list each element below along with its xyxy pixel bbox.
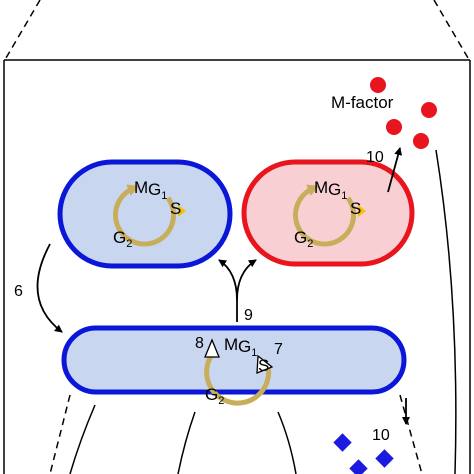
pheromone-diamond — [349, 459, 368, 474]
lower-curve-1 — [69, 404, 96, 474]
cycle-s-bottom: S — [258, 356, 269, 375]
checkpoint-arrow-7 — [256, 354, 274, 374]
lower-dashed-right — [399, 394, 423, 474]
cycle-s-top-left: S — [170, 199, 181, 218]
lower-curve-3 — [277, 411, 297, 474]
checkpoint-arrow-8 — [204, 338, 220, 358]
label-step-10-bottom: 10 — [372, 427, 390, 444]
lower-curve-4 — [435, 149, 457, 474]
label-step-6: 6 — [14, 283, 23, 300]
pheromone-diamonds — [333, 433, 394, 474]
cell-top-left: M G1 S G2 — [57, 159, 233, 269]
cycle-g1-top-left: G1 — [148, 180, 167, 202]
cycle-s-top-right: S — [350, 199, 361, 218]
zoom-line-left — [5, 0, 41, 59]
lower-curve-2 — [177, 411, 196, 474]
cycle-g1-top-right: G1 — [328, 180, 347, 202]
cycle-g2-top-right: G2 — [294, 228, 313, 250]
label-step-9: 9 — [244, 307, 253, 324]
zoom-frame — [3, 0, 471, 474]
cycle-m-top-left: M — [134, 178, 148, 197]
m-factor-dot — [386, 119, 402, 135]
cycle-ring-bottom — [204, 350, 272, 406]
m-factor-dot — [370, 77, 386, 93]
cycle-ring-top-left — [113, 184, 177, 247]
m-factor-dot — [413, 133, 429, 149]
zoom-line-right — [433, 0, 469, 59]
lower-dashed-left — [49, 394, 71, 474]
cycle-ring-top-right — [293, 184, 357, 247]
arrow-step-9-right — [236, 259, 257, 301]
cell-bottom-body — [61, 325, 407, 395]
cycle-m-top-right: M — [314, 178, 328, 197]
m-factor-label: M-factor — [331, 93, 394, 112]
cell-top-right: M G1 S G2 — [241, 159, 415, 267]
cell-top-left-body — [57, 159, 233, 269]
m-factor-dots — [370, 77, 437, 149]
label-step-8: 8 — [195, 335, 204, 352]
cycle-g2-bottom: G2 — [205, 385, 224, 407]
s-phase-arrow-top-right — [358, 205, 366, 217]
label-step-10-top: 10 — [366, 149, 384, 166]
arrow-step-9 — [218, 259, 257, 322]
cycle-g1-bottom: G1 — [238, 337, 257, 359]
cycle-m-bottom: M — [224, 335, 238, 354]
lower-zoom-lines — [49, 149, 457, 474]
m-factor-dot — [421, 102, 437, 118]
label-step-7: 7 — [274, 341, 283, 358]
pheromone-diamond — [333, 433, 352, 452]
pheromone-diamond — [375, 449, 394, 468]
arrow-step-6 — [36, 243, 63, 333]
arrow-step-10-top — [387, 147, 403, 193]
cycle-g2-top-left: G2 — [113, 228, 132, 250]
cell-top-right-body — [241, 159, 415, 267]
cell-bottom: M G1 S G2 8 7 — [61, 325, 407, 407]
arrow-step-9-left — [218, 259, 238, 301]
s-phase-arrow-top-left — [178, 205, 186, 217]
